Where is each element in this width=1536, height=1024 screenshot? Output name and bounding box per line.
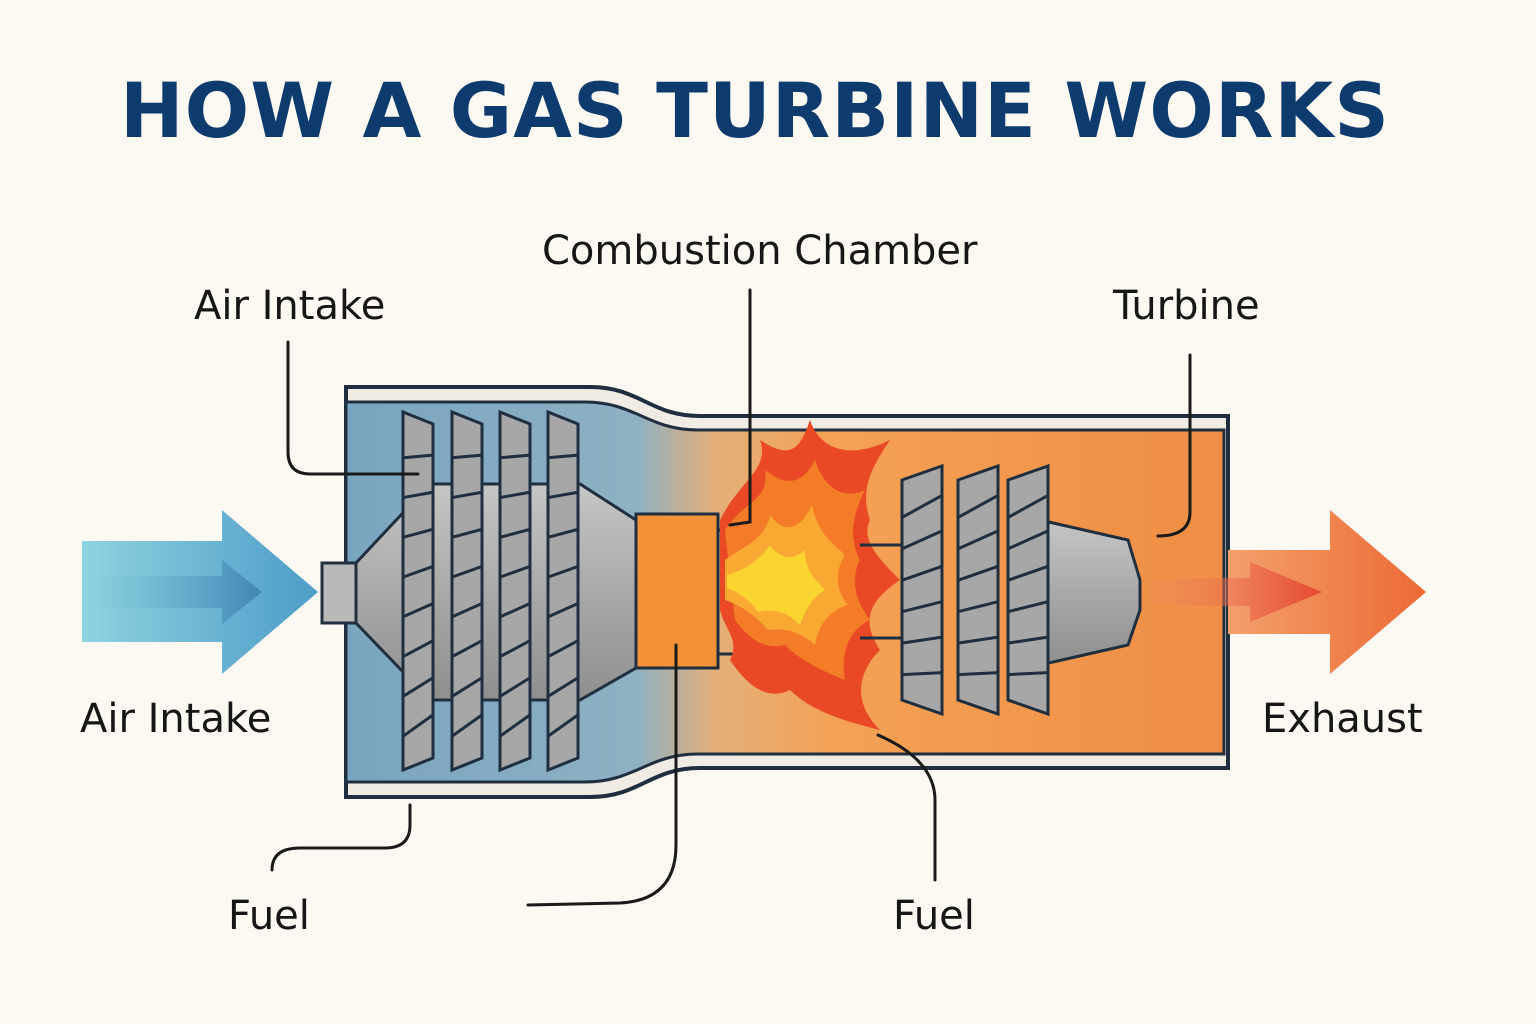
diagram-title: HOW A GAS TURBINE WORKS xyxy=(119,66,1391,155)
leader-air-intake xyxy=(286,340,420,476)
compressor-blade-stage-2 xyxy=(450,409,484,773)
turbine-blade-stage-3 xyxy=(1006,463,1050,717)
leader-fuel-left xyxy=(270,803,412,872)
combustion-chamber xyxy=(634,512,720,670)
label-air-intake-top: Air Intake xyxy=(194,283,386,329)
label-fuel-right: Fuel xyxy=(893,893,975,939)
leader-lines xyxy=(270,288,1192,907)
air-intake-arrow xyxy=(82,510,318,674)
label-fuel-left: Fuel xyxy=(228,893,310,939)
compressor-blades xyxy=(401,409,580,773)
turbine-blade-stage-1 xyxy=(900,463,944,717)
compressor-blade-stage-3 xyxy=(498,409,532,773)
label-turbine: Turbine xyxy=(1113,283,1260,329)
combustion-flame xyxy=(720,420,900,730)
label-combustion-chamber: Combustion Chamber xyxy=(542,228,978,274)
label-exhaust: Exhaust xyxy=(1262,696,1423,742)
turbine-blade-stage-2 xyxy=(956,463,1000,717)
leader-turbine xyxy=(1156,353,1192,538)
turbine-spool xyxy=(1038,518,1142,667)
compressor-blade-stage-1 xyxy=(401,409,435,773)
leader-combustion-chamber xyxy=(728,288,752,527)
exhaust-arrow xyxy=(1150,510,1426,674)
label-air-intake-left: Air Intake xyxy=(80,696,272,742)
leader-fuel-center xyxy=(526,643,678,907)
turbine-blades xyxy=(900,463,1050,717)
leader-fuel-right xyxy=(876,733,937,882)
compressor-blade-stage-4 xyxy=(546,409,580,773)
